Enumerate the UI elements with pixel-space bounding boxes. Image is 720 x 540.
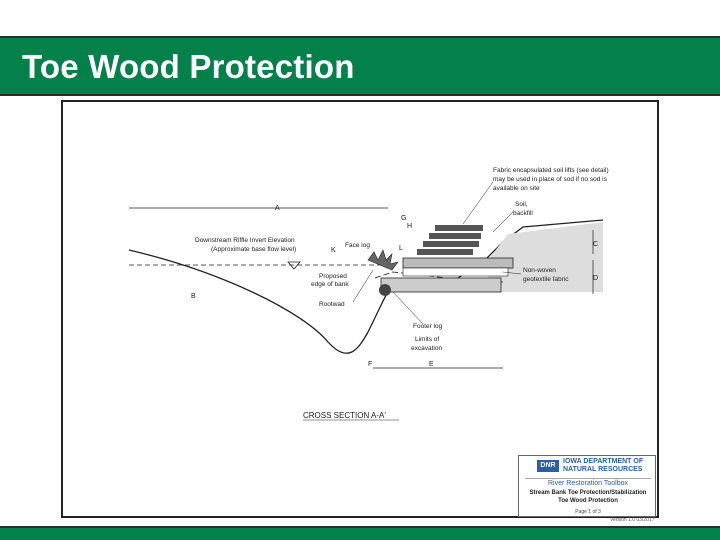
dim-a-label: A xyxy=(275,205,280,212)
cross-section-drawing: A B C D E F G H K L Downstream Riffle In… xyxy=(128,167,609,421)
leader-footer-log xyxy=(392,291,424,325)
agency-line-2: NATURAL RESOURCES xyxy=(563,466,643,473)
label-footer-log: Footer log xyxy=(413,323,443,330)
label-nonwoven-1: Non-woven xyxy=(523,267,556,274)
label-limits-1: Limits of xyxy=(415,336,439,343)
bottom-bar xyxy=(0,526,720,540)
label-fabric-2: may be used in place of sod if no sod is xyxy=(493,176,608,183)
title-bar: Toe Wood Protection xyxy=(0,36,720,96)
dnr-logo: DNR xyxy=(537,460,559,472)
agency-line-1: IOWA DEPARTMENT OF xyxy=(563,458,644,465)
water-marker-icon xyxy=(287,261,301,270)
label-proposed-edge-2: edge of bank xyxy=(311,281,349,288)
footer-log xyxy=(380,277,502,293)
label-rootwad: Rootwad xyxy=(319,301,345,308)
label-limits-2: excavation xyxy=(411,345,442,352)
label-face-log: Face log xyxy=(345,242,370,249)
leader-fabric xyxy=(462,181,494,225)
sheet-title-line-1: Stream Bank Toe Protection/Stabilization xyxy=(529,490,647,496)
slide-title: Toe Wood Protection xyxy=(22,48,355,85)
page-number: Page 1 of 3 xyxy=(575,509,601,515)
label-fabric-3: available on site xyxy=(493,185,540,192)
fabric-layer xyxy=(402,267,509,277)
title-block-stamp: DNR IOWA DEPARTMENT OF NATURAL RESOURCES… xyxy=(518,455,656,517)
sheet-title-line-2: Toe Wood Protection xyxy=(558,498,618,504)
soil-lift-4 xyxy=(417,249,473,255)
leader-nonwoven xyxy=(502,271,522,275)
leader-soil xyxy=(492,211,514,233)
label-soil-2: backfill xyxy=(513,210,533,217)
dim-c-label: C xyxy=(593,241,598,248)
label-soil-1: Soil, xyxy=(515,201,528,208)
dim-e-label: E xyxy=(429,361,434,368)
toolbox-name: River Restoration Toolbox xyxy=(525,478,651,487)
soil-lift-1 xyxy=(435,225,483,231)
label-base-flow: (Approximate base flow level) xyxy=(211,246,296,253)
dim-k-label: K xyxy=(331,247,336,254)
agency-name: IOWA DEPARTMENT OF NATURAL RESOURCES xyxy=(563,458,653,474)
dim-l-label: L xyxy=(399,245,403,252)
footer-log-end xyxy=(379,284,391,296)
leader-rootwad xyxy=(352,269,374,303)
face-log xyxy=(402,257,514,269)
dim-g-label: G xyxy=(401,215,406,222)
label-nonwoven-2: geotextile fabric xyxy=(523,276,569,283)
dim-h-label: H xyxy=(407,223,412,230)
dim-b-label: B xyxy=(191,293,196,300)
dim-f-label: F xyxy=(368,361,372,368)
revision-note: Version 1.0 03/2017 xyxy=(610,517,655,523)
sheet-title: Stream Bank Toe Protection/Stabilization… xyxy=(523,489,653,505)
dim-d-label: D xyxy=(593,275,598,282)
label-riffle-invert: Downstream Riffle Invert Elevation xyxy=(195,237,295,244)
soil-lift-2 xyxy=(429,233,481,239)
soil-lift-3 xyxy=(423,241,479,247)
drawing-frame: A B C D E F G H K L Downstream Riffle In… xyxy=(61,100,659,518)
label-proposed-edge-1: Proposed xyxy=(319,273,347,280)
label-fabric-1: Fabric encapsulated soil lifts (see deta… xyxy=(493,167,609,174)
rootwad-icon xyxy=(367,249,399,271)
section-title: CROSS SECTION A-A' xyxy=(303,411,386,420)
bank-hatch xyxy=(488,222,603,292)
